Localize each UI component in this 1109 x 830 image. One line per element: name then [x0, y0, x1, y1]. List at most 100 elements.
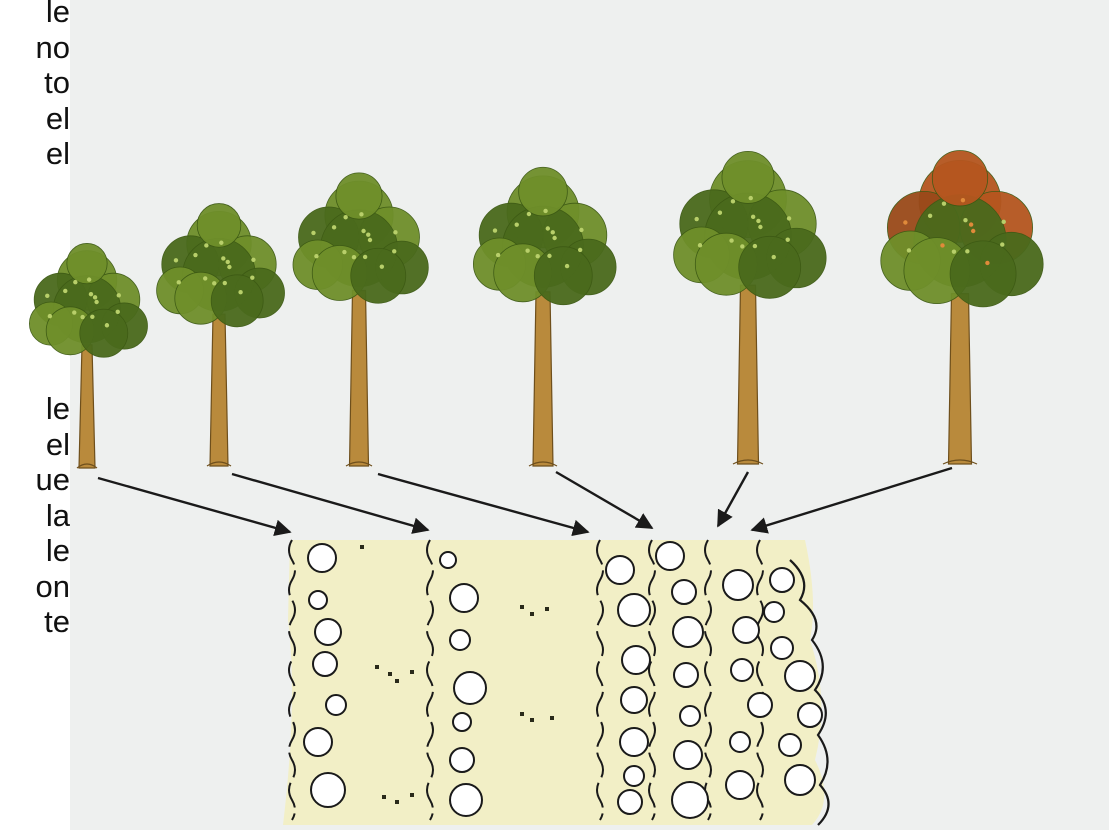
wood-vessel: [656, 542, 684, 570]
tree-leaf-highlight: [219, 241, 223, 245]
tree-leaf-highlight: [87, 277, 91, 281]
tree-leaf-highlight: [251, 258, 255, 262]
tree-leaf-highlight: [903, 220, 907, 224]
wood-vessel: [622, 646, 650, 674]
wood-vessel: [454, 672, 486, 704]
tree-foliage: [197, 204, 241, 248]
tree: [674, 151, 827, 464]
wood-vessel: [450, 784, 482, 816]
wood-vessel: [770, 568, 794, 592]
tree-leaf-highlight: [740, 244, 744, 248]
tree-leaf-highlight: [90, 315, 94, 319]
tree-foliage: [932, 150, 987, 205]
wood-vessel: [748, 693, 772, 717]
tree-leaf-highlight: [238, 290, 242, 294]
tree-leaf-highlight: [515, 222, 519, 226]
tree-leaf-highlight: [547, 254, 551, 258]
tree-leaf-highlight: [368, 238, 372, 242]
wood-vessel: [450, 584, 478, 612]
tree-leaf-highlight: [72, 310, 76, 314]
tree-trunk: [738, 285, 759, 464]
tree-leaf-highlight: [907, 248, 911, 252]
tree-leaf-highlight: [731, 199, 735, 203]
tree-leaf-highlight: [359, 212, 363, 216]
wood-vessel: [308, 544, 336, 572]
tree-leaf-highlight: [177, 280, 181, 284]
wood-vessel: [731, 659, 753, 681]
arrow: [752, 468, 952, 530]
tree-leaf-highlight: [579, 228, 583, 232]
wood-pore: [550, 716, 554, 720]
wood-pore: [545, 607, 549, 611]
wood-vessel: [764, 602, 784, 622]
tree-leaf-highlight: [193, 253, 197, 257]
tree-leaf-highlight: [552, 236, 556, 240]
wood-vessel: [779, 734, 801, 756]
tree-leaf-highlight: [221, 256, 225, 260]
wood-pore: [395, 800, 399, 804]
tree-leaf-highlight: [250, 275, 254, 279]
tree-leaf-highlight: [753, 244, 757, 248]
tree-leaf-highlight: [751, 215, 755, 219]
tree-leaf-highlight: [942, 201, 946, 205]
wood-vessel: [618, 594, 650, 626]
tree-foliage: [67, 243, 107, 283]
tree-leaf-highlight: [963, 218, 967, 222]
wood-vessel: [798, 703, 822, 727]
tree-trunk: [533, 292, 553, 466]
tree-leaf-highlight: [48, 314, 52, 318]
tree: [473, 167, 616, 466]
tree-leaf-highlight: [226, 260, 230, 264]
tree-leaf-highlight: [311, 231, 315, 235]
wood-vessel: [730, 732, 750, 752]
wood-vessel: [680, 706, 700, 726]
tree-foliage: [519, 167, 568, 216]
tree-leaf-highlight: [543, 209, 547, 213]
tree-leaf-highlight: [496, 253, 500, 257]
tree-leaf-highlight: [565, 264, 569, 268]
tree-leaf-highlight: [392, 249, 396, 253]
wood-vessel: [672, 580, 696, 604]
tree: [157, 204, 285, 466]
tree-leaf-highlight: [758, 225, 762, 229]
wood-pore: [395, 679, 399, 683]
tree-leaf-highlight: [787, 216, 791, 220]
tree-foliage: [336, 173, 382, 219]
tree-leaf-highlight: [227, 265, 231, 269]
tree-leaf-highlight: [786, 238, 790, 242]
wood-pore: [530, 612, 534, 616]
wood-vessel: [624, 766, 644, 786]
wood-vessel: [315, 619, 341, 645]
tree-leaf-highlight: [63, 289, 67, 293]
tree: [29, 243, 147, 468]
wood-vessel: [450, 748, 474, 772]
tree-leaf-highlight: [204, 243, 208, 247]
tree-trunk: [949, 294, 972, 464]
tree-leaf-highlight: [527, 212, 531, 216]
tree-leaf-highlight: [729, 238, 733, 242]
wood-vessel: [726, 771, 754, 799]
tree-leaf-highlight: [928, 214, 932, 218]
tree-leaf-highlight: [94, 300, 98, 304]
wood-vessel: [313, 652, 337, 676]
arrow: [378, 474, 588, 532]
tree-leaf-highlight: [342, 250, 346, 254]
tree-trunk: [210, 314, 228, 466]
tree-leaf-highlight: [212, 281, 216, 285]
wood-vessel: [440, 552, 456, 568]
wood-pore: [375, 665, 379, 669]
tree-trunk: [350, 291, 369, 467]
trees-group: [29, 150, 1043, 468]
wood-vessel: [723, 570, 753, 600]
wood-vessel: [621, 687, 647, 713]
wood-vessel: [620, 728, 648, 756]
tree-leaf-highlight: [314, 254, 318, 258]
tree: [293, 173, 428, 466]
wood-vessel: [304, 728, 332, 756]
wood-vessel: [733, 617, 759, 643]
tree-leaf-highlight: [89, 292, 93, 296]
tree-leaf-highlight: [380, 264, 384, 268]
wood-pore: [382, 795, 386, 799]
tree-foliage: [80, 309, 128, 357]
wood-vessel: [674, 663, 698, 687]
